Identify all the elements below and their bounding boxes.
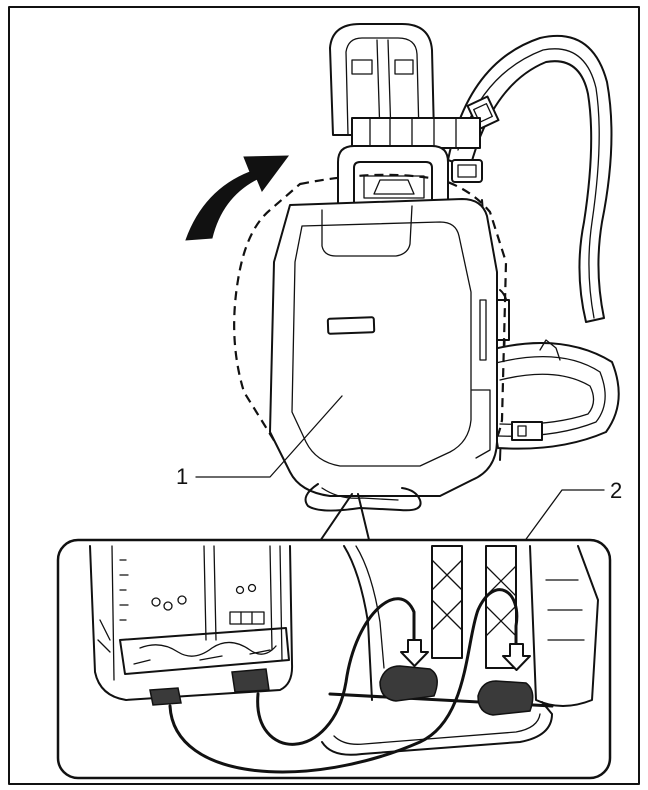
detail-pointer bbox=[317, 493, 371, 545]
callout-1-leader bbox=[195, 395, 343, 478]
battery-handle bbox=[337, 145, 449, 206]
battery-label-plate bbox=[326, 316, 376, 335]
detail-inset-content bbox=[89, 545, 599, 774]
outer-frame bbox=[8, 6, 640, 785]
callout-2-label: 2 bbox=[610, 478, 622, 503]
detail-motion-arrow-b bbox=[168, 588, 519, 774]
harness-left-strap bbox=[329, 23, 435, 136]
detail-frame-hook-left bbox=[379, 665, 438, 702]
rotate-arrow bbox=[185, 155, 290, 241]
harness-chest-band bbox=[351, 117, 483, 183]
detail-battery-latch-left bbox=[149, 687, 182, 706]
detail-motion-arrow-a bbox=[256, 597, 416, 746]
callout-1-label: 1 bbox=[176, 464, 188, 489]
detail-battery-bottom bbox=[89, 545, 294, 701]
battery-body bbox=[269, 198, 498, 497]
detail-battery-latch-right bbox=[231, 668, 270, 693]
detail-frame bbox=[321, 545, 599, 756]
detail-inset-frame bbox=[56, 538, 612, 780]
detail-frame-hook-right bbox=[477, 680, 534, 716]
detail-down-arrow-right-icon bbox=[502, 643, 531, 671]
hip-belt bbox=[481, 339, 620, 450]
detail-down-arrow-left-icon bbox=[400, 639, 429, 667]
battery-foot bbox=[304, 483, 422, 512]
